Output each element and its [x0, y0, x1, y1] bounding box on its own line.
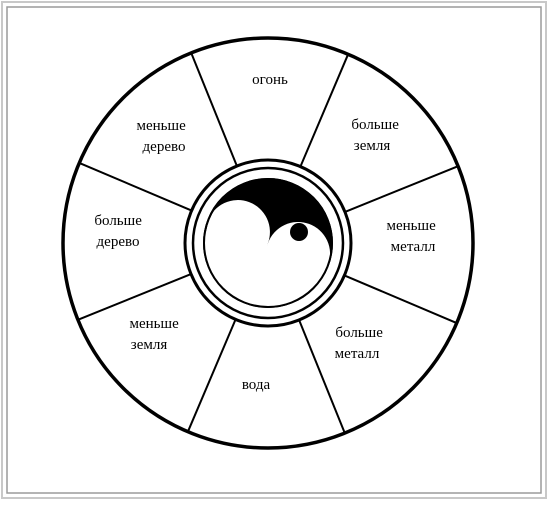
segment-divider [190, 52, 238, 167]
segment-divider [344, 274, 458, 325]
segment-label-less-wood: меньше дерево [137, 118, 190, 155]
yin-yang-icon [203, 178, 333, 308]
segment-label-less-metal: меньше металл [387, 218, 440, 255]
frame-outer-border [1, 1, 547, 499]
segment-divider [344, 165, 459, 213]
segment-label-more-metal: больше металл [335, 325, 387, 362]
segment-divider [299, 53, 350, 167]
segment-label-water: вода [242, 377, 271, 393]
segment-label-more-wood: больше дерево [94, 213, 145, 250]
segment-label-fire: огонь [252, 72, 288, 88]
segment-divider [78, 161, 192, 212]
segment-label-less-earth: меньше земля [130, 316, 183, 353]
segment-divider [186, 319, 237, 433]
segment-divider [298, 319, 346, 434]
segment-divider [77, 273, 192, 321]
yin-yang-black-dot [290, 223, 308, 241]
segment-label-more-earth: больше земля [351, 117, 402, 154]
segment-labels: огонь больше земля меньше металл больше … [94, 72, 440, 393]
frame-inner-border [6, 6, 542, 494]
yin-yang-white-dot [229, 242, 247, 260]
segment-dividers [77, 52, 459, 434]
